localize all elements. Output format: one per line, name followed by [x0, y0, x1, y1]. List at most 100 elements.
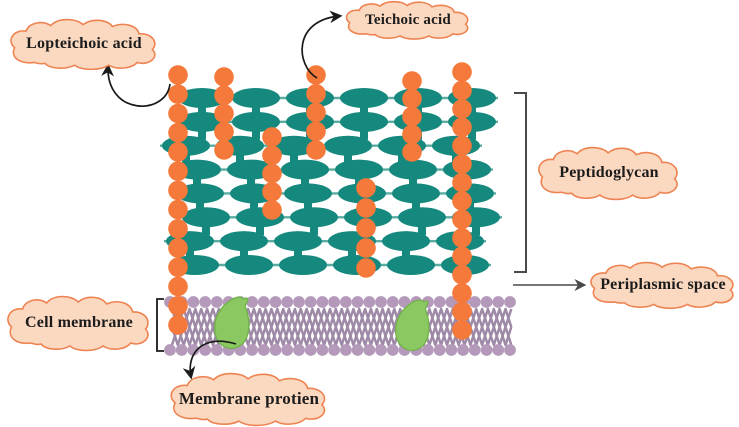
- acid-bead: [452, 191, 472, 211]
- acid-bead: [168, 199, 188, 220]
- peptide-crosslink: [472, 223, 480, 236]
- peptidoglycan-bracket: [514, 92, 527, 273]
- lipid-head: [328, 296, 340, 308]
- lipid-head: [480, 344, 493, 356]
- acid-bead: [402, 106, 422, 127]
- acid-bead: [214, 140, 234, 160]
- label-cloud-cell-membrane: Cell membrane: [5, 295, 153, 352]
- lopteichoic-acid-arrow: [101, 63, 171, 107]
- glycan-sugar-unit: [178, 88, 226, 108]
- glycan-sugar-unit: [220, 231, 268, 252]
- membrane-protein-blob: [214, 296, 250, 350]
- lipid-head: [386, 296, 399, 308]
- glycan-sugar-unit: [340, 111, 388, 132]
- acid-bead: [168, 122, 188, 143]
- lipid-head: [492, 296, 505, 308]
- lipid-head: [468, 344, 481, 356]
- acid-bead: [402, 124, 422, 145]
- peptide-crosslink: [468, 127, 476, 140]
- glycan-sugar-unit: [335, 159, 383, 180]
- lipid-head: [281, 296, 294, 308]
- acid-bead: [452, 172, 472, 193]
- glycan-sugar-unit: [382, 231, 430, 252]
- peptide-crosslink: [193, 175, 201, 188]
- acid-bead: [168, 84, 188, 104]
- glycan-sugar-unit: [324, 135, 372, 156]
- acid-bead: [356, 218, 376, 238]
- lopteichoic-acid-label: Lopteichoic acid: [26, 35, 142, 52]
- peptide-crosslink: [294, 247, 302, 259]
- peptidoglycan-label: Peptidoglycan: [559, 164, 659, 181]
- glycan-sugar-unit: [182, 207, 230, 228]
- glycan-sugar-unit: [284, 183, 332, 204]
- glycan-sugar-unit: [281, 159, 329, 180]
- acid-bead: [262, 127, 282, 147]
- lipid-head: [445, 344, 458, 356]
- peptide-crosslink: [348, 247, 356, 259]
- label-cloud-membrane-protein: Membrane protien: [168, 372, 330, 427]
- peptide-crosslink: [198, 127, 206, 140]
- acid-bead: [306, 140, 326, 160]
- lipid-head: [504, 296, 516, 308]
- lipid-head: [199, 296, 212, 308]
- teichoic-acid-chain-3: [262, 127, 282, 220]
- acid-bead: [402, 142, 422, 162]
- glycan-sugar-unit: [225, 255, 273, 275]
- lipid-head: [281, 344, 294, 356]
- acid-bead: [168, 219, 188, 239]
- acid-bead: [356, 238, 376, 258]
- acid-bead: [452, 80, 472, 101]
- acid-bead: [306, 65, 326, 85]
- peptide-crosslink: [290, 151, 298, 164]
- teichoic-acid-chain-7: [452, 62, 472, 340]
- acid-bead: [452, 62, 472, 82]
- membrane-protein-blob: [395, 299, 430, 352]
- acid-bead: [214, 122, 234, 142]
- peptide-crosslink: [252, 104, 260, 116]
- lipid-head: [340, 344, 352, 356]
- peptide-crosslink: [409, 175, 417, 188]
- lipid-head: [304, 344, 317, 356]
- acid-bead: [168, 180, 188, 201]
- lipid-head: [468, 296, 481, 308]
- glycan-sugar-unit: [290, 207, 338, 228]
- lipid-head: [187, 296, 200, 308]
- acid-bead: [262, 200, 282, 220]
- lipid-head: [175, 344, 188, 356]
- lipid-head: [386, 344, 399, 356]
- peptide-crosslink: [344, 151, 352, 164]
- glycan-sugar-unit: [279, 255, 327, 275]
- acid-bead: [262, 163, 282, 184]
- lipid-head: [293, 344, 305, 356]
- peptide-crosslink: [196, 199, 204, 212]
- peptidoglycan-mesh: [160, 88, 502, 275]
- acid-bead: [168, 161, 188, 181]
- lipid-head: [480, 296, 493, 308]
- acid-bead: [402, 89, 422, 109]
- lipid-head: [340, 296, 352, 308]
- cell-membrane-label: Cell membrane: [25, 314, 133, 331]
- acid-bead: [402, 71, 422, 91]
- label-cloud-peptidoglycan: Peptidoglycan: [536, 146, 682, 201]
- teichoic-acid-arrow: [301, 10, 343, 79]
- acid-bead: [168, 142, 188, 162]
- lipid-head: [351, 344, 364, 356]
- glycan-sugar-unit: [270, 135, 318, 156]
- peptide-crosslink: [182, 151, 190, 164]
- acid-bead: [168, 276, 188, 297]
- acid-bead: [452, 117, 472, 138]
- lipid-head: [164, 344, 176, 356]
- lipid-head: [351, 296, 364, 308]
- glycan-sugar-unit: [274, 231, 322, 252]
- lipid-head: [304, 296, 317, 308]
- peptide-crosslink: [418, 223, 426, 236]
- peptide-crosslink: [252, 127, 260, 140]
- teichoic-acid-label: Teichoic acid: [365, 11, 451, 28]
- peptide-crosslink: [360, 104, 368, 116]
- glycan-sugar-unit: [389, 159, 437, 180]
- teichoic-acid-chain-4: [306, 65, 326, 160]
- acid-bead: [452, 99, 472, 119]
- lipid-head: [433, 344, 446, 356]
